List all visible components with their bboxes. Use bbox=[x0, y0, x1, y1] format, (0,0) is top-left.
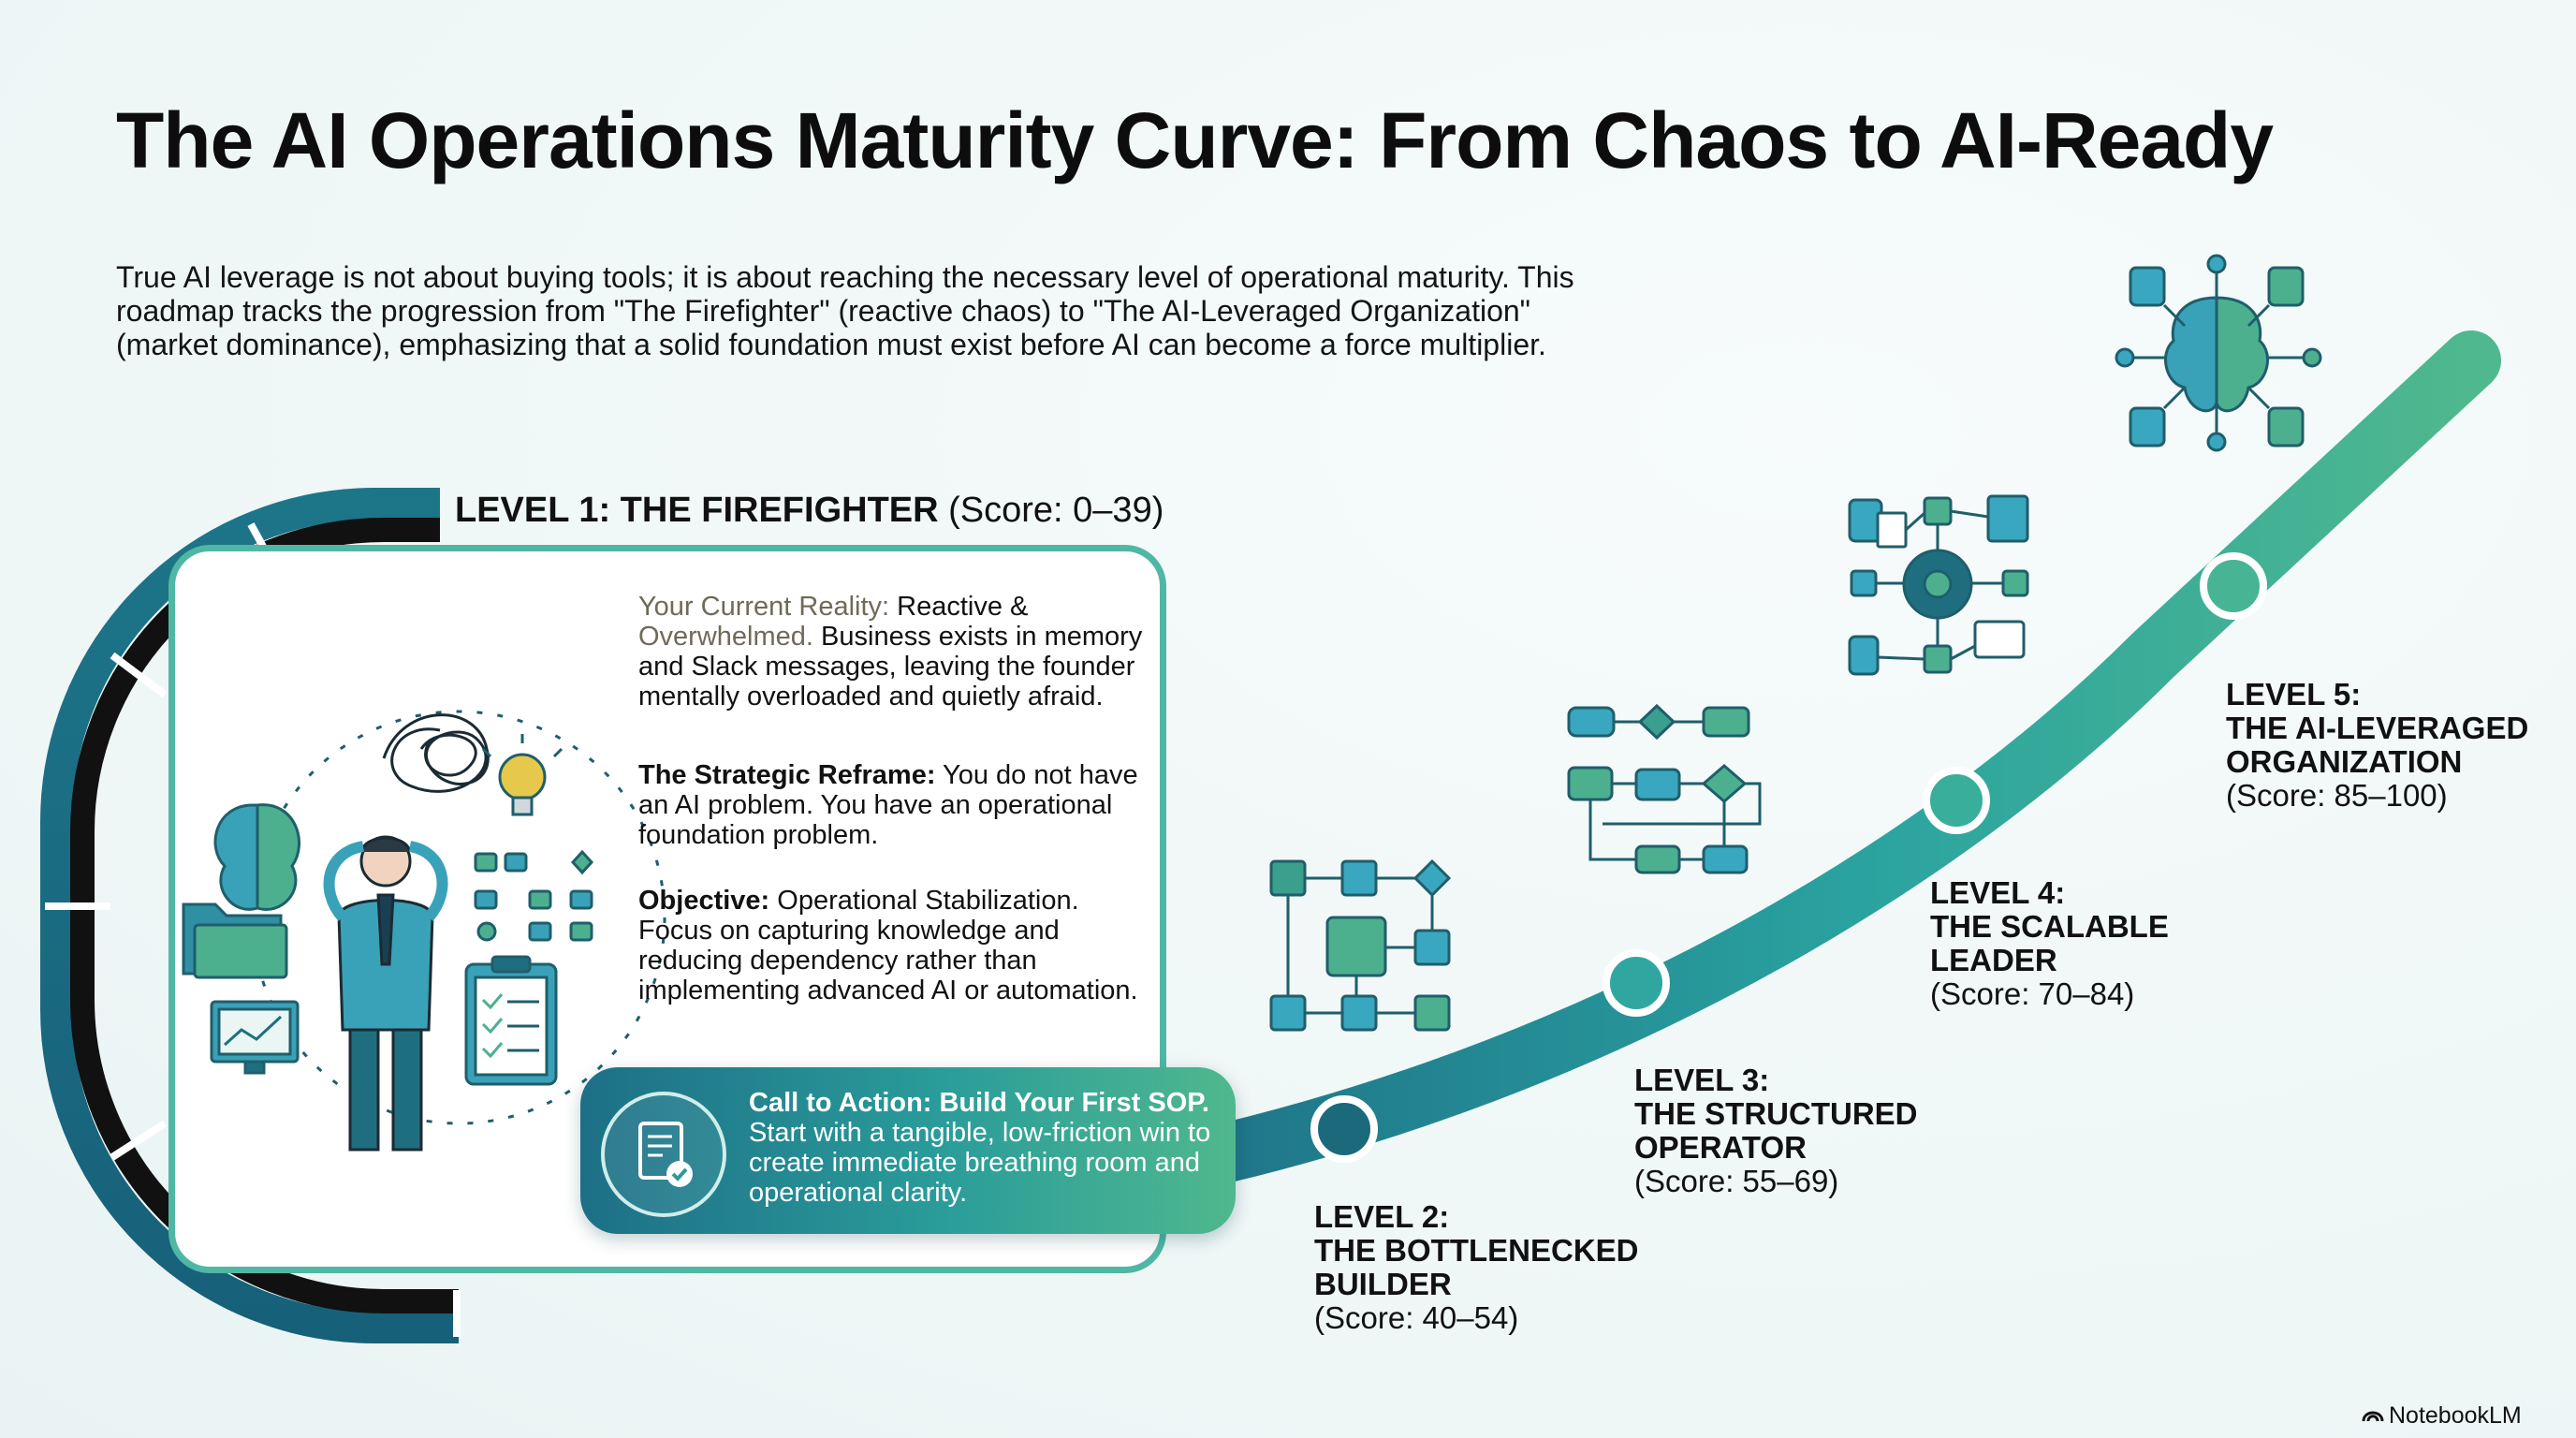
objective-text: Objective: Operational Stabilization. Fo… bbox=[638, 886, 1144, 1005]
cta-body: Start with a tangible, low-friction win … bbox=[749, 1118, 1211, 1208]
level1-header: LEVEL 1: THE FIREFIGHTER (Score: 0–39) bbox=[455, 491, 1164, 531]
level3-line3: OPERATOR bbox=[1634, 1130, 1807, 1165]
mini-flowchart-icon bbox=[474, 849, 594, 942]
maturity-curve bbox=[1093, 330, 2501, 1205]
reframe-label: The Strategic Reframe: bbox=[638, 760, 936, 790]
intro-paragraph: True AI leverage is not about buying too… bbox=[116, 260, 1574, 361]
level5-label: LEVEL 5: THE AI-LEVERAGED ORGANIZATION (… bbox=[2226, 678, 2528, 813]
level5-line3: ORGANIZATION bbox=[2226, 744, 2463, 779]
level1-outer-arc bbox=[40, 488, 459, 1343]
level4-score: (Score: 70–84) bbox=[1930, 976, 2135, 1011]
objective-label: Objective: bbox=[638, 886, 770, 916]
checklist-clipboard-icon bbox=[464, 955, 558, 1086]
gear-network-icon bbox=[1848, 494, 2029, 676]
page-title: The AI Operations Maturity Curve: From C… bbox=[116, 96, 2274, 184]
level2-label: LEVEL 2: THE BOTTLENECKED BUILDER (Score… bbox=[1314, 1200, 1639, 1335]
firefighter-illustration bbox=[182, 710, 666, 1152]
cta-label: Call to Action: Build Your First SOP. bbox=[749, 1088, 1209, 1118]
reality-label: Your Current Reality: bbox=[638, 592, 890, 622]
flowchart-grid-icon bbox=[1269, 858, 1452, 1032]
cta-text: Call to Action: Build Your First SOP. St… bbox=[749, 1088, 1226, 1208]
level3-line1: LEVEL 3: bbox=[1634, 1063, 1770, 1097]
reality-body: Business exists in memory and Slack mess… bbox=[638, 622, 1143, 712]
level4-label: LEVEL 4: THE SCALABLE LEADER (Score: 70–… bbox=[1930, 876, 2169, 1011]
reframe-body: You do not have an AI problem. You have … bbox=[638, 760, 1138, 850]
illustration-ring bbox=[251, 710, 666, 1125]
reality-muted: Overwhelmed. bbox=[638, 622, 813, 652]
notebooklm-logo-icon bbox=[2362, 1411, 2384, 1422]
level3-marker bbox=[1603, 949, 1670, 1017]
level2-line1: LEVEL 2: bbox=[1314, 1199, 1450, 1234]
level1-name: LEVEL 1: THE FIREFIGHTER bbox=[455, 491, 939, 530]
brand-label: NotebookLM bbox=[2389, 1402, 2522, 1429]
level5-marker bbox=[2200, 552, 2267, 620]
level5-score: (Score: 85–100) bbox=[2226, 778, 2448, 813]
brain-icon bbox=[213, 803, 301, 911]
process-flow-icon bbox=[1567, 703, 1762, 874]
ai-brain-network-icon bbox=[2115, 254, 2322, 452]
objective-body: Operational Stabilization. Focus on capt… bbox=[638, 886, 1138, 1005]
stressed-person-icon bbox=[323, 835, 448, 1152]
level2-score: (Score: 40–54) bbox=[1314, 1300, 1519, 1335]
current-reality-text: Your Current Reality: Reactive & Overwhe… bbox=[638, 592, 1144, 712]
level1-score: (Score: 0–39) bbox=[948, 491, 1164, 530]
level3-label: LEVEL 3: THE STRUCTURED OPERATOR (Score:… bbox=[1634, 1064, 1918, 1198]
level4-line2: THE SCALABLE bbox=[1930, 909, 2169, 944]
level3-line2: THE STRUCTURED bbox=[1634, 1096, 1918, 1131]
folder-icon bbox=[182, 902, 288, 979]
call-to-action-panel: Call to Action: Build Your First SOP. St… bbox=[580, 1067, 1236, 1234]
reality-lead: Reactive & bbox=[897, 592, 1029, 622]
document-check-icon bbox=[601, 1092, 726, 1217]
level2-line2: THE BOTTLENECKED bbox=[1314, 1233, 1639, 1268]
level4-line3: LEADER bbox=[1930, 943, 2057, 977]
level4-line1: LEVEL 4: bbox=[1930, 875, 2066, 910]
level5-line1: LEVEL 5: bbox=[2226, 677, 2362, 712]
level2-line3: BUILDER bbox=[1314, 1267, 1452, 1301]
level2-marker bbox=[1310, 1095, 1378, 1163]
level3-score: (Score: 55–69) bbox=[1634, 1164, 1839, 1198]
strategic-reframe-text: The Strategic Reframe: You do not have a… bbox=[638, 760, 1144, 850]
level5-line2: THE AI-LEVERAGED bbox=[2226, 711, 2529, 745]
monitor-chart-icon bbox=[210, 1000, 300, 1075]
lightbulb-icon bbox=[481, 734, 564, 816]
level4-marker bbox=[1923, 767, 1990, 834]
tangled-thoughts-icon bbox=[382, 713, 490, 793]
